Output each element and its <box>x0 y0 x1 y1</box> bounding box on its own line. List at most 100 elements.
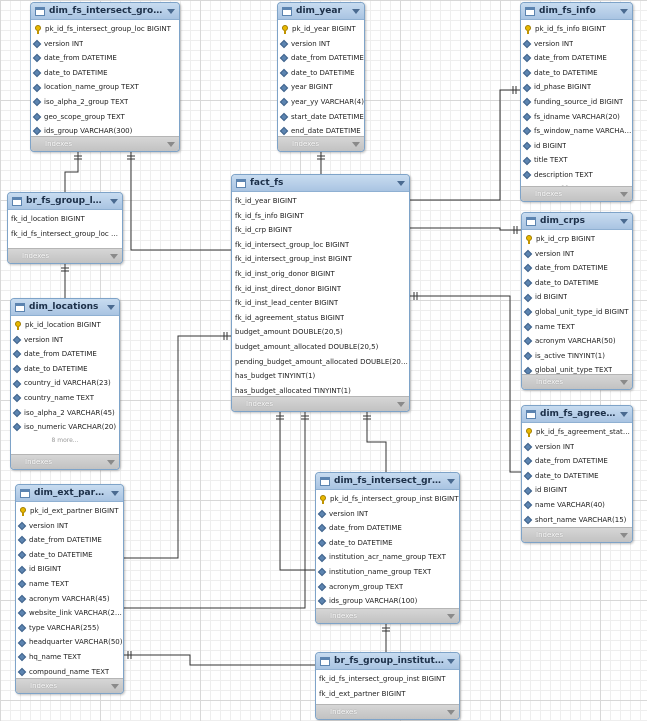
column-row[interactable]: fk_id_intersect_group_loc BIGINT <box>232 238 409 253</box>
indexes-caret-icon[interactable] <box>620 380 628 385</box>
table-header[interactable]: dim_fs_intersect_group_l... <box>31 3 179 20</box>
column-row[interactable]: version INT <box>11 333 119 348</box>
table-header[interactable]: br_fs_group_locat... <box>8 193 122 210</box>
indexes-footer[interactable]: Indexes <box>316 704 459 719</box>
column-row[interactable]: pk_id_ext_partner BIGINT <box>16 504 123 519</box>
column-row[interactable]: institution_acr_name_group TEXT <box>316 550 459 565</box>
column-row[interactable]: fk_id_crp BIGINT <box>232 223 409 238</box>
column-row[interactable]: date_from DATETIME <box>522 261 632 276</box>
collapse-caret-icon[interactable] <box>167 8 175 14</box>
indexes-footer[interactable]: Indexes <box>232 396 409 411</box>
indexes-footer[interactable]: Indexes <box>31 136 179 151</box>
indexes-footer[interactable]: Indexes <box>316 608 459 623</box>
column-row[interactable]: version INT <box>16 519 123 534</box>
column-row[interactable]: fk_id_location BIGINT <box>8 212 122 227</box>
column-row[interactable]: pk_id_fs_intersect_group_loc BIGINT <box>31 22 179 37</box>
column-row[interactable]: fk_id_fs_info BIGINT <box>232 209 409 224</box>
column-row[interactable]: pk_id_location BIGINT <box>11 318 119 333</box>
column-row[interactable]: fk_id_fs_intersect_group_inst BIGINT <box>316 672 459 687</box>
more-columns-label[interactable]: 8 more... <box>51 436 79 444</box>
column-row[interactable]: version INT <box>278 37 364 52</box>
table-dim-fs-agreement-status[interactable]: dim_fs_agreemen...pk_id_fs_agreement_sta… <box>521 405 633 543</box>
column-row[interactable]: pending_budget_amount_allocated DOUBLE(2… <box>232 355 409 370</box>
column-row[interactable]: date_from DATETIME <box>522 454 632 469</box>
column-row[interactable]: date_from DATETIME <box>11 347 119 362</box>
collapse-caret-icon[interactable] <box>620 411 628 417</box>
table-header[interactable]: dim_fs_agreemen... <box>522 406 632 423</box>
column-row[interactable]: title TEXT <box>521 153 632 168</box>
column-row[interactable]: is_active TINYINT(1) <box>522 349 632 364</box>
column-row[interactable]: year BIGINT <box>278 80 364 95</box>
relationship-line[interactable] <box>64 152 79 192</box>
column-row[interactable]: fk_id_year BIGINT <box>232 194 409 209</box>
column-row[interactable]: institution_name_group TEXT <box>316 565 459 580</box>
column-row[interactable]: date_to DATETIME <box>11 362 119 377</box>
indexes-caret-icon[interactable] <box>107 460 115 465</box>
column-row[interactable]: compound_name TEXT <box>16 665 123 680</box>
relationship-line[interactable] <box>410 227 521 231</box>
indexes-footer[interactable]: Indexes <box>522 527 632 542</box>
column-row[interactable]: version INT <box>521 37 632 52</box>
indexes-footer[interactable]: Indexes <box>16 678 123 693</box>
column-row[interactable]: headquarter VARCHAR(50) <box>16 635 123 650</box>
column-row[interactable]: pk_id_fs_intersect_group_inst BIGINT <box>316 492 459 507</box>
column-row[interactable]: fs_window_name VARCHAR(... <box>521 124 632 139</box>
table-br-fs-group-institutions[interactable]: br_fs_group_institutions fk_id_fs_interse… <box>315 652 460 720</box>
column-row[interactable]: version INT <box>522 440 632 455</box>
indexes-caret-icon[interactable] <box>447 614 455 619</box>
indexes-footer[interactable]: Indexes <box>278 136 364 151</box>
collapse-caret-icon[interactable] <box>620 8 628 14</box>
collapse-caret-icon[interactable] <box>107 304 115 310</box>
relationship-line[interactable] <box>124 412 306 609</box>
column-row[interactable]: date_to DATETIME <box>16 548 123 563</box>
table-header[interactable]: dim_year <box>278 3 364 20</box>
column-row[interactable]: short_name VARCHAR(15) <box>522 513 632 528</box>
column-row[interactable]: date_from DATETIME <box>278 51 364 66</box>
column-row[interactable]: date_from DATETIME <box>521 51 632 66</box>
column-row[interactable]: description TEXT <box>521 168 632 183</box>
column-row[interactable]: funding_source_id BIGINT <box>521 95 632 110</box>
table-br-fs-group-location[interactable]: br_fs_group_locat... fk_id_location BIGIN… <box>7 192 123 264</box>
relationship-line[interactable] <box>366 412 387 472</box>
table-header[interactable]: br_fs_group_institutions <box>316 653 459 670</box>
table-dim-fs-intersect-group-inst[interactable]: dim_fs_intersect_group_...pk_id_fs_inter… <box>315 472 460 624</box>
column-row[interactable]: id BIGINT <box>521 139 632 154</box>
relationship-line[interactable] <box>130 152 231 251</box>
table-header[interactable]: dim_crps <box>522 213 632 230</box>
column-row[interactable]: pk_id_crp BIGINT <box>522 232 632 247</box>
indexes-caret-icon[interactable] <box>352 142 360 147</box>
column-row[interactable]: fk_id_intersect_group_inst BIGINT <box>232 252 409 267</box>
column-row[interactable]: fs_idname VARCHAR(20) <box>521 110 632 125</box>
relationship-line[interactable] <box>410 295 521 473</box>
column-row[interactable]: iso_numeric VARCHAR(20) <box>11 420 119 435</box>
column-row[interactable]: iso_alpha_2_group TEXT <box>31 95 179 110</box>
collapse-caret-icon[interactable] <box>110 198 118 204</box>
column-row[interactable]: type VARCHAR(255) <box>16 621 123 636</box>
column-row[interactable]: date_to DATETIME <box>522 469 632 484</box>
table-dim-ext-partners[interactable]: dim_ext_partnerspk_id_ext_partner BIGINT… <box>15 484 124 694</box>
relationship-line[interactable] <box>124 335 231 559</box>
indexes-caret-icon[interactable] <box>110 254 118 259</box>
column-row[interactable]: location_name_group TEXT <box>31 80 179 95</box>
relationship-line[interactable] <box>410 89 520 201</box>
indexes-caret-icon[interactable] <box>397 402 405 407</box>
table-dim-fs-intersect-group-loc[interactable]: dim_fs_intersect_group_l... pk_id_fs_inte… <box>30 2 180 152</box>
indexes-footer[interactable]: Indexes <box>11 454 119 469</box>
table-header[interactable]: dim_locations <box>11 299 119 316</box>
column-row[interactable]: name TEXT <box>16 577 123 592</box>
indexes-footer[interactable]: Indexes <box>521 186 632 201</box>
column-row[interactable]: geo_scope_group TEXT <box>31 110 179 125</box>
column-row[interactable]: date_to DATETIME <box>278 66 364 81</box>
column-row[interactable]: date_to DATETIME <box>31 66 179 81</box>
column-row[interactable]: ids_group VARCHAR(100) <box>316 594 459 609</box>
collapse-caret-icon[interactable] <box>111 490 119 496</box>
column-row[interactable]: country_name TEXT <box>11 391 119 406</box>
indexes-footer[interactable]: Indexes <box>522 374 632 389</box>
collapse-caret-icon[interactable] <box>447 478 455 484</box>
column-row[interactable]: hq_name TEXT <box>16 650 123 665</box>
column-row[interactable]: name VARCHAR(40) <box>522 498 632 513</box>
